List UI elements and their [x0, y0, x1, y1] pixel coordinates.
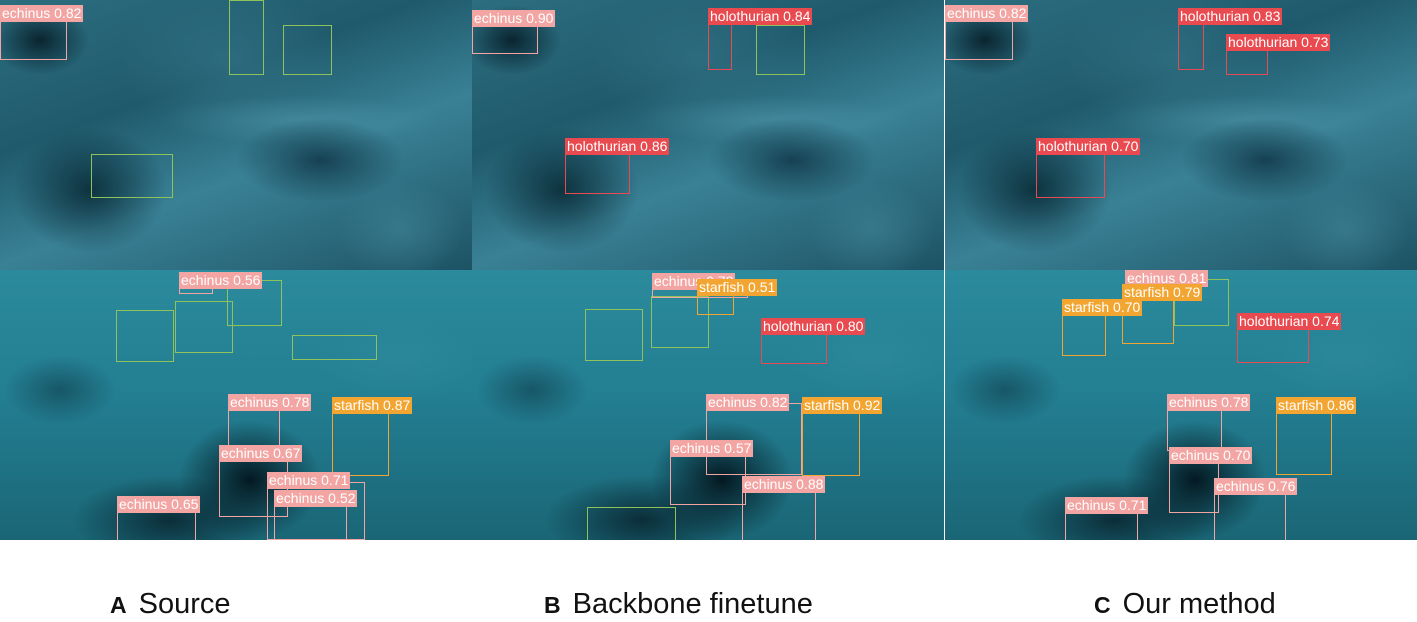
detection-label: holothurian 0.70: [1036, 138, 1141, 155]
ground-truth-box: [229, 0, 264, 75]
caption-text: Backbone finetune: [572, 588, 813, 620]
detection-label: starfish 0.51: [697, 279, 778, 296]
detection-label: echinus 0.56: [179, 272, 263, 289]
panel-backbone-finetune: echinus 0.90 holothurian 0.84 holothuria…: [472, 0, 944, 540]
caption-text: Our method: [1122, 588, 1276, 620]
detection-box-holothurian: [708, 22, 732, 70]
detection-label: echinus 0.81: [1125, 270, 1209, 287]
detection-label: starfish 0.86: [1276, 397, 1357, 414]
detection-label: echinus 0.88: [742, 476, 826, 493]
detection-label: echinus 0.57: [670, 440, 754, 457]
ground-truth-box: [756, 25, 805, 75]
caption-letter: A: [110, 592, 127, 618]
panel-our-method: echinus 0.82 holothurian 0.83 holothuria…: [945, 0, 1417, 540]
detection-label: starfish 0.79: [1122, 284, 1203, 301]
detection-box-starfish: [332, 408, 389, 476]
detection-box-holothurian: [1237, 325, 1309, 363]
detection-label: holothurian 0.83: [1178, 8, 1283, 25]
detection-label: echinus 0.82: [945, 5, 1029, 22]
detection-label: echinus 0.71: [1065, 497, 1149, 514]
underwater-image-top: [0, 0, 472, 270]
detection-label: starfish 0.70: [1062, 299, 1143, 316]
detection-label: echinus 0.71: [267, 472, 351, 489]
detection-box-starfish: [1276, 408, 1332, 475]
detection-label: holothurian 0.84: [708, 8, 813, 25]
detection-box-holothurian: [1178, 20, 1204, 70]
detection-label: echinus 0.90: [472, 10, 556, 27]
detection-label: echinus 0.78: [228, 394, 312, 411]
caption-text: Source: [138, 588, 231, 620]
detection-label: echinus 0.82: [706, 394, 790, 411]
detection-box-holothurian: [1036, 152, 1105, 198]
detection-box-starfish: [697, 293, 734, 315]
caption-letter: B: [544, 592, 561, 618]
ground-truth-box: [292, 335, 377, 360]
detection-label: holothurian 0.80: [761, 318, 866, 335]
caption-b: B Backbone finetune: [544, 588, 813, 621]
ground-truth-box: [91, 154, 173, 198]
detection-label: starfish 0.87: [332, 397, 413, 414]
detection-label: echinus 0.67: [219, 445, 303, 462]
detection-label: echinus 0.70: [1169, 447, 1253, 464]
detection-box-echinus: [1169, 458, 1219, 513]
detection-label: echinus 0.65: [117, 496, 201, 513]
panel-source: echinus 0.82 echinus 0.56 echinus 0.78 s…: [0, 0, 472, 540]
ground-truth-box: [587, 507, 676, 540]
ground-truth-box: [283, 25, 332, 75]
detection-label: holothurian 0.73: [1226, 34, 1331, 51]
ground-truth-box: [651, 296, 709, 348]
detection-label: echinus 0.52: [274, 490, 358, 507]
detection-label: echinus 0.78: [1167, 394, 1251, 411]
detection-label: echinus 0.82: [0, 5, 84, 22]
detection-box-echinus: [670, 450, 746, 505]
caption-c: C Our method: [1094, 588, 1276, 621]
ground-truth-box: [585, 309, 643, 361]
ground-truth-box: [116, 310, 174, 362]
detection-label: starfish 0.92: [802, 397, 883, 414]
caption-letter: C: [1094, 592, 1111, 618]
underwater-image-top: [945, 0, 1417, 270]
ground-truth-box: [175, 301, 233, 353]
detection-box-starfish: [802, 408, 860, 476]
detection-label: holothurian 0.74: [1237, 313, 1342, 330]
detection-box-holothurian: [565, 150, 630, 194]
detection-label: echinus 0.76: [1214, 478, 1298, 495]
caption-a: A Source: [110, 588, 231, 621]
detection-box-holothurian: [761, 330, 827, 364]
detection-box-echinus: [742, 485, 816, 540]
detection-label: holothurian 0.86: [565, 138, 670, 155]
